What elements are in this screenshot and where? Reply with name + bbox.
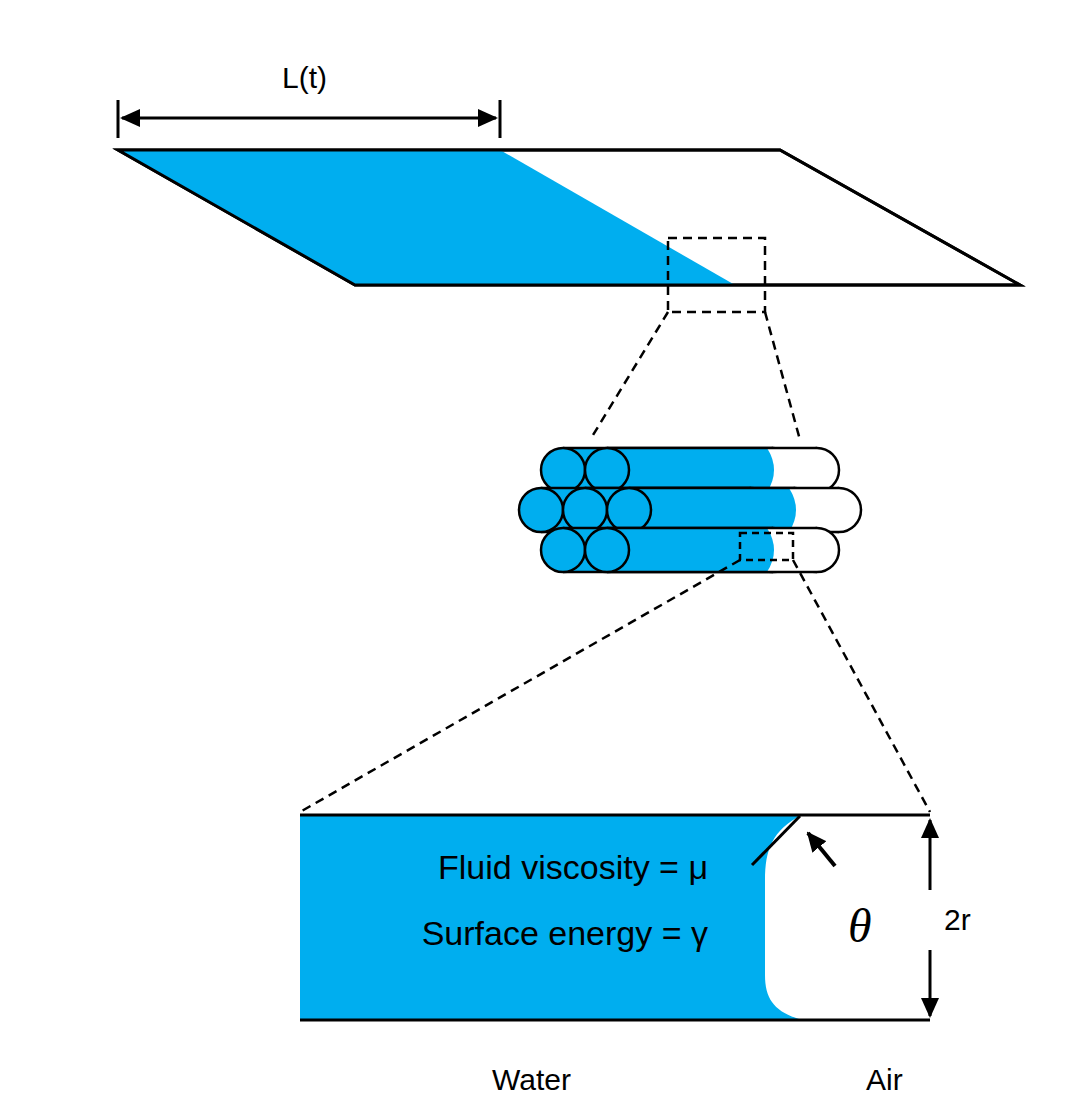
fluid-property: Fluid viscosity = μ: [438, 847, 708, 888]
dimension-label: 2r: [944, 902, 971, 938]
angle-symbol: θ: [848, 897, 872, 955]
dimension-label: Water: [492, 1062, 571, 1098]
capillary-tube: Fluid viscosity = μ Surface energy = γ θ: [300, 815, 930, 1020]
dimension-label: L(t): [282, 60, 327, 96]
dimension-label: Air: [866, 1062, 903, 1098]
fluid-property: Surface energy = γ: [422, 913, 708, 954]
